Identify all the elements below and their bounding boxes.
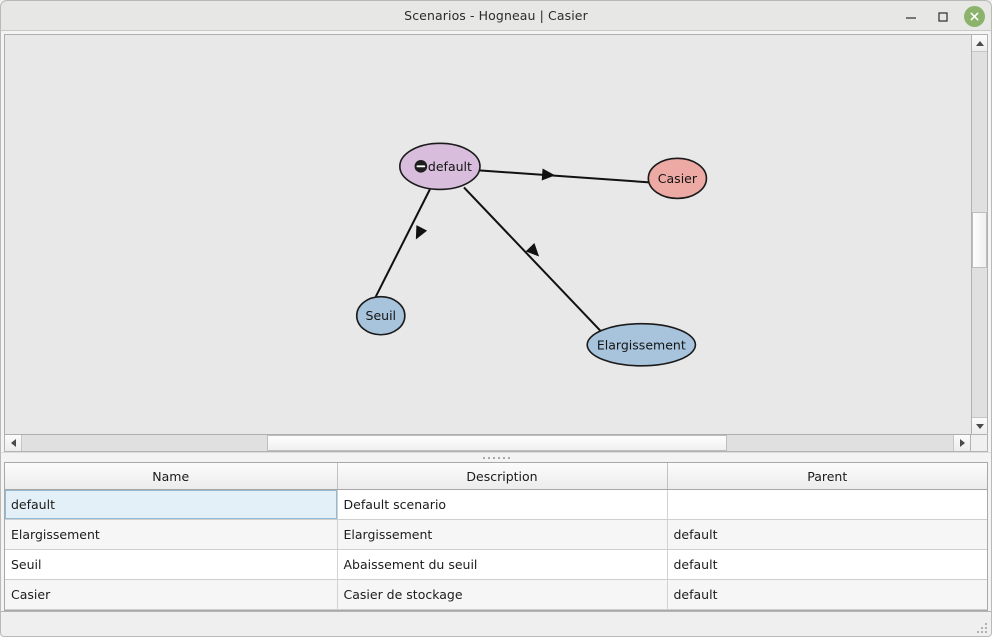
close-icon[interactable] (964, 6, 985, 27)
table-header-row: Name Description Parent (5, 463, 987, 490)
title-bar[interactable]: Scenarios - Hogneau | Casier (0, 0, 992, 31)
panel-splitter[interactable] (1, 452, 991, 462)
graph-vertical-scrollbar[interactable] (971, 34, 988, 435)
scenarios-table-wrap: Name Description Parent default Default … (4, 462, 988, 611)
cell-description[interactable]: Default scenario (337, 489, 668, 520)
window-title: Scenarios - Hogneau | Casier (404, 8, 588, 23)
cell-parent[interactable]: default (667, 579, 987, 610)
collapse-icon[interactable] (414, 160, 428, 173)
splitter-grip-icon (482, 456, 510, 459)
table-row[interactable]: Elargissement Elargissement default (5, 519, 987, 550)
graph-node-label: default (428, 159, 472, 174)
scroll-left-arrow-icon[interactable] (5, 435, 22, 451)
graph-edges (374, 168, 650, 334)
column-header-name[interactable]: Name (5, 463, 338, 490)
cell-parent[interactable]: default (667, 549, 987, 580)
graph-node-label: Elargissement (597, 337, 686, 352)
table-row[interactable]: default Default scenario (5, 489, 987, 520)
column-header-parent[interactable]: Parent (667, 463, 987, 490)
edge-default-seuil (374, 188, 431, 298)
scroll-up-arrow-icon[interactable] (972, 35, 987, 52)
scrollbar-corner (971, 435, 988, 452)
graph-horizontal-scrollbar-row (4, 435, 988, 452)
graph-node-default[interactable]: default (399, 142, 481, 191)
cell-name[interactable]: Seuil (5, 549, 338, 580)
edge-default-elargissement (463, 186, 603, 334)
cell-name[interactable]: default (5, 489, 338, 520)
cell-parent[interactable] (667, 489, 987, 520)
scroll-right-arrow-icon[interactable] (953, 435, 970, 451)
cell-description[interactable]: Abaissement du seuil (337, 549, 668, 580)
status-bar (0, 611, 992, 637)
horizontal-scroll-thumb[interactable] (267, 435, 727, 451)
scroll-down-arrow-icon[interactable] (972, 417, 987, 434)
graph-panel: default Casier Seuil (1, 31, 991, 435)
vertical-scroll-thumb[interactable] (972, 212, 987, 268)
table-row[interactable]: Casier Casier de stockage default (5, 579, 987, 610)
window-body: default Casier Seuil (0, 31, 992, 611)
edge-default-casier (478, 168, 650, 184)
table-row[interactable]: Seuil Abaissement du seuil default (5, 549, 987, 580)
cell-parent[interactable]: default (667, 519, 987, 550)
window-controls (900, 1, 985, 32)
cell-description[interactable]: Casier de stockage (337, 579, 668, 610)
scenario-graph-canvas[interactable]: default Casier Seuil (4, 34, 971, 435)
cell-description[interactable]: Elargissement (337, 519, 668, 550)
graph-node-elargissement[interactable]: Elargissement (586, 322, 697, 367)
graph-svg: default Casier Seuil (355, 142, 708, 367)
minimize-icon[interactable] (900, 6, 922, 28)
vertical-scroll-track[interactable] (972, 52, 987, 417)
graph-nodes: default Casier Seuil (355, 142, 708, 367)
maximize-icon[interactable] (932, 6, 954, 28)
scenarios-table: Name Description Parent default Default … (5, 463, 987, 610)
graph-node-casier[interactable]: Casier (647, 157, 708, 200)
graph-horizontal-scrollbar[interactable] (4, 435, 971, 452)
column-header-description[interactable]: Description (337, 463, 668, 490)
graph-node-label: Seuil (366, 308, 397, 323)
resize-grip-icon[interactable] (974, 620, 987, 633)
cell-name[interactable]: Elargissement (5, 519, 338, 550)
cell-name[interactable]: Casier (5, 579, 338, 610)
graph-node-seuil[interactable]: Seuil (355, 295, 406, 336)
horizontal-scroll-track[interactable] (22, 435, 953, 451)
graph-node-label: Casier (658, 171, 698, 186)
